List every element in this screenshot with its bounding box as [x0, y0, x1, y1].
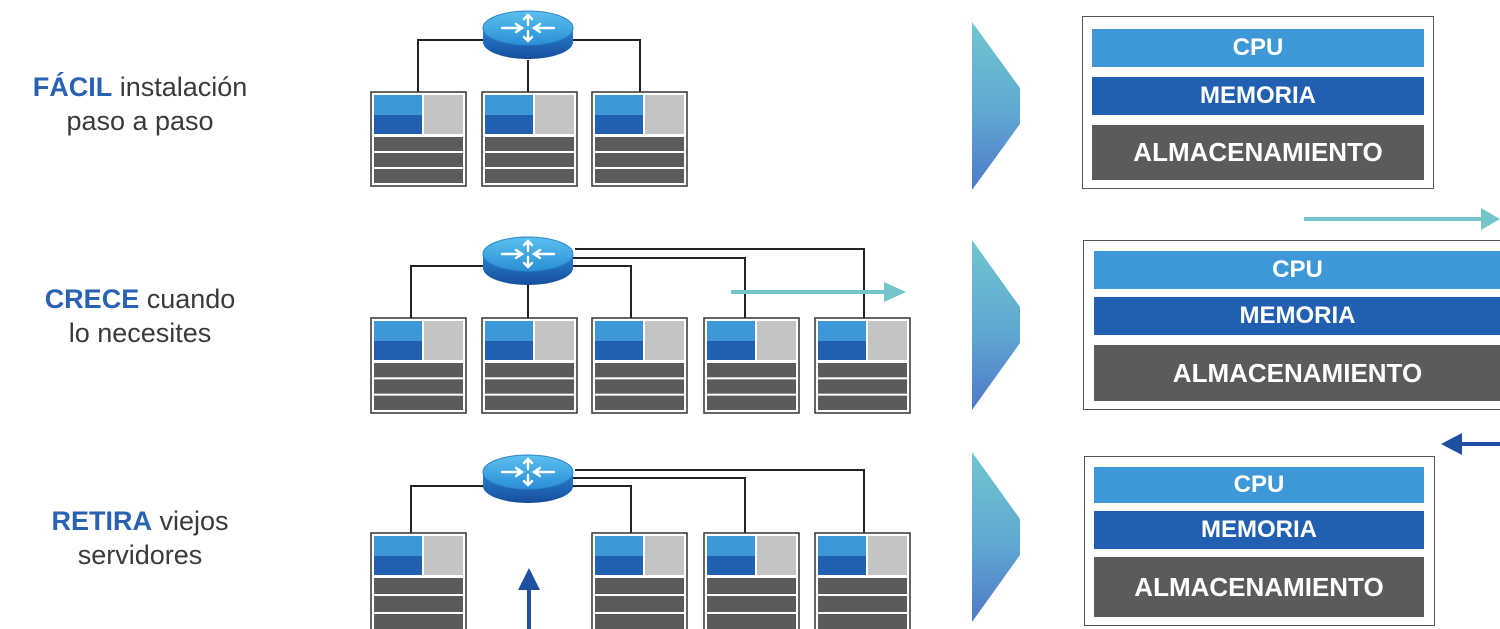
cpu-bar: CPU [1092, 29, 1424, 67]
server-icon [591, 91, 688, 187]
row-1-text-1: instalación [112, 72, 248, 102]
network-link [575, 248, 865, 318]
chevron-right-icon [972, 240, 1020, 410]
chevron-right-icon [972, 452, 1020, 622]
network-link [568, 485, 632, 533]
cpu-bar: CPU [1094, 467, 1424, 503]
network-link [571, 39, 641, 92]
server-icon [370, 532, 467, 629]
server-icon [370, 91, 467, 187]
row-3-label: RETIRA viejos servidores [0, 504, 280, 572]
resource-panel-1: CPU MEMORIA ALMACENAMIENTO [1082, 16, 1434, 189]
server-icon [591, 532, 688, 629]
server-icon [703, 532, 800, 629]
network-links [410, 39, 865, 533]
row-2-text-1: cuando [139, 284, 236, 314]
row-1-label: FÁCIL instalación paso a paso [0, 70, 280, 138]
row-1-text-2: paso a paso [66, 106, 214, 136]
arrow-right-icon [731, 282, 906, 302]
arrow-group [518, 208, 1500, 629]
router-icon [482, 10, 574, 59]
chevron-right-icon [972, 22, 1020, 190]
chevron-group [972, 22, 1020, 622]
network-link [575, 469, 865, 533]
storage-bar: ALMACENAMIENTO [1094, 557, 1424, 617]
row-2-label: CRECE cuando lo necesites [0, 282, 280, 350]
network-link [568, 265, 632, 318]
server-icon [481, 91, 578, 187]
resource-panel-2: CPU MEMORIA ALMACENAMIENTO [1083, 240, 1500, 410]
storage-bar: ALMACENAMIENTO [1092, 125, 1424, 180]
router-group [482, 10, 574, 503]
memory-bar: MEMORIA [1092, 77, 1424, 115]
network-link [572, 477, 746, 533]
router-icon [482, 454, 574, 503]
row-1-keyword: FÁCIL [32, 72, 113, 102]
row-3-text-2: servidores [77, 540, 203, 570]
server-icon [370, 317, 467, 414]
server-icon [481, 317, 578, 414]
server-icon [814, 317, 911, 414]
row-3-keyword: RETIRA [51, 506, 152, 536]
router-icon [482, 236, 574, 285]
memory-bar: MEMORIA [1094, 297, 1500, 335]
network-link [410, 265, 485, 318]
memory-bar: MEMORIA [1094, 511, 1424, 549]
server-group [370, 91, 911, 629]
resource-panel-3: CPU MEMORIA ALMACENAMIENTO [1084, 456, 1435, 626]
storage-bar: ALMACENAMIENTO [1094, 345, 1500, 401]
server-icon [814, 532, 911, 629]
network-link [410, 485, 485, 533]
network-link [417, 39, 485, 92]
server-icon [591, 317, 688, 414]
row-2-keyword: CRECE [44, 284, 140, 314]
arrow-left-icon [1441, 433, 1500, 455]
cpu-bar: CPU [1094, 251, 1500, 289]
arrow-right-icon [1304, 208, 1500, 230]
row-2-text-2: lo necesites [68, 318, 212, 348]
network-link [572, 257, 746, 318]
arrow-up-icon [518, 568, 540, 629]
row-3-text-1: viejos [151, 506, 229, 536]
server-icon [703, 317, 800, 414]
